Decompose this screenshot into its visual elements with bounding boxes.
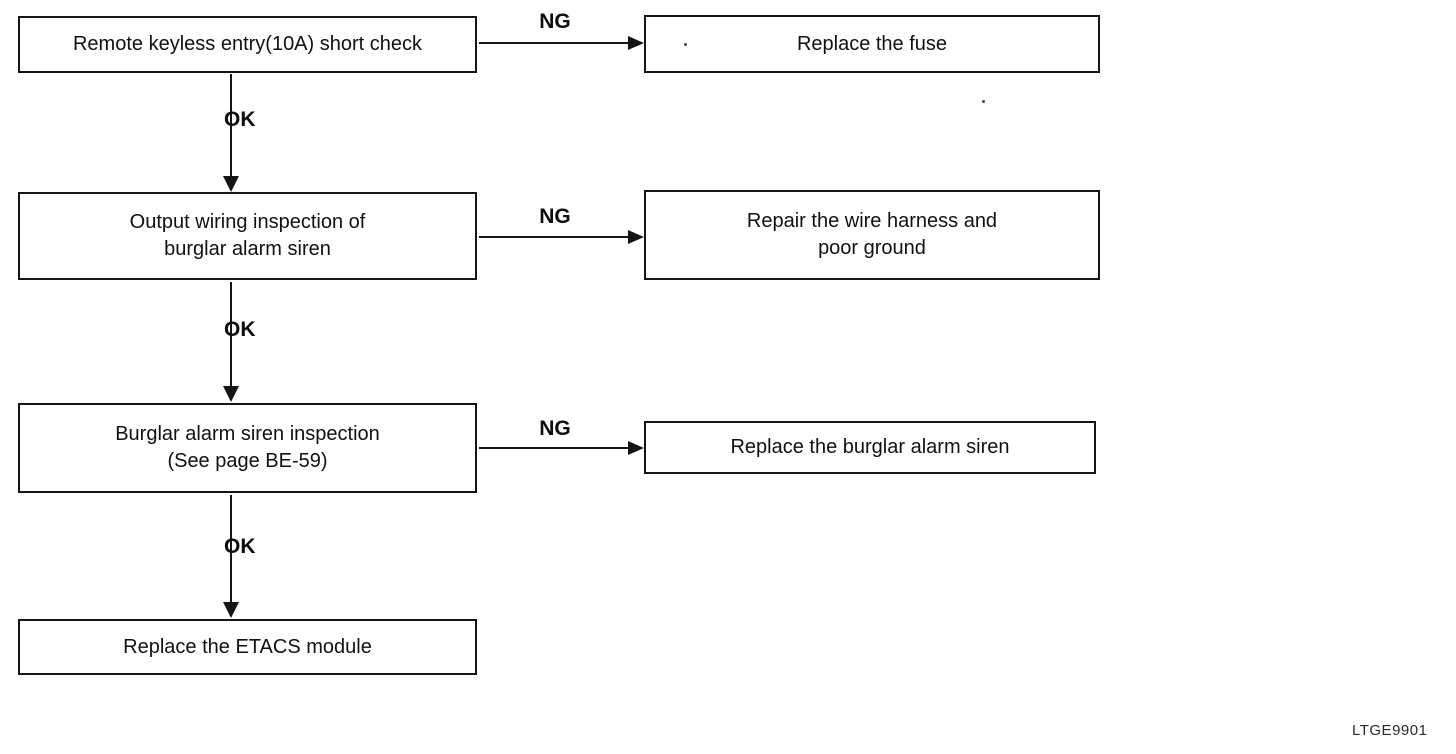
- ng-arrowhead-icon: [628, 441, 644, 455]
- document-code: LTGE9901: [1352, 722, 1428, 739]
- step-label-line2: (See page BE-59): [167, 450, 328, 472]
- ng-arrowhead-icon: [628, 36, 644, 50]
- ok-arrowhead-icon: [223, 176, 239, 192]
- ng-label-2: NG: [539, 205, 571, 228]
- ng-arrow-line-3: [479, 447, 629, 449]
- ng-arrow-line-1: [479, 42, 629, 44]
- ok-arrowhead-icon: [223, 386, 239, 402]
- ok-arrow-line-3: [230, 495, 232, 602]
- step-box-burglar-alarm-siren-inspection: Burglar alarm siren inspection (See page…: [18, 403, 477, 493]
- action-label-line2: poor ground: [818, 237, 926, 259]
- ok-arrowhead-icon: [223, 602, 239, 618]
- action-label-line1: Repair the wire harness and: [746, 210, 998, 232]
- ok-arrow-line-2: [230, 282, 232, 386]
- ok-label-1: OK: [224, 108, 256, 131]
- ng-arrowhead-icon: [628, 230, 644, 244]
- action-box-replace-fuse: Replace the fuse: [644, 15, 1100, 73]
- step-label-line1: Burglar alarm siren inspection: [115, 423, 380, 445]
- scan-artifact-dot: [982, 100, 985, 103]
- ng-arrow-line-2: [479, 236, 629, 238]
- step-label-line2: burglar alarm siren: [164, 238, 331, 260]
- action-label: Replace the burglar alarm siren: [730, 436, 1010, 458]
- ok-arrow-line-1: [230, 74, 232, 177]
- step-label: Remote keyless entry(10A) short check: [72, 33, 423, 55]
- step-box-output-wiring-inspection: Output wiring inspection of burglar alar…: [18, 192, 477, 280]
- step-box-remote-keyless-entry-short-check: Remote keyless entry(10A) short check: [18, 16, 477, 73]
- ok-label-3: OK: [224, 535, 256, 558]
- ng-label-1: NG: [539, 10, 571, 33]
- step-label-line1: Output wiring inspection of: [129, 211, 366, 233]
- ng-label-3: NG: [539, 417, 571, 440]
- scan-artifact-dot: [684, 43, 687, 46]
- step-label: Replace the ETACS module: [123, 635, 372, 658]
- step-box-replace-etacs-module: Replace the ETACS module: [18, 619, 477, 675]
- ok-label-2: OK: [224, 318, 256, 341]
- action-box-repair-wire-harness: Repair the wire harness and poor ground: [644, 190, 1100, 280]
- action-label: Replace the fuse: [796, 32, 948, 55]
- action-box-replace-burglar-alarm-siren: Replace the burglar alarm siren: [644, 421, 1096, 474]
